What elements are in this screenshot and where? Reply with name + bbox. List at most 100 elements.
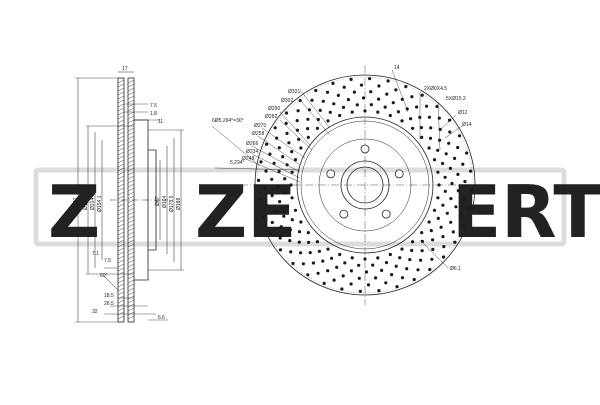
drill-hole [383,105,387,109]
dim-top-11: 11 [158,119,163,125]
drill-hole [325,90,330,94]
drill-hole [317,249,321,253]
callout-5x: 5XØ15.2 [446,96,466,102]
callout-14: 14 [394,65,400,71]
drill-hole [394,88,398,92]
drill-hole [429,126,433,130]
hatch-line [127,287,135,292]
drill-hole [449,220,453,224]
hatch-line [127,147,135,152]
callout-d6-1: Ø6.1 [450,266,461,272]
dim-18-5: 18.5 [104,293,114,299]
drill-hole [306,135,310,139]
hatch-line [117,247,125,252]
drill-hole [306,273,310,277]
hatch-line [127,267,135,272]
hatch-line [117,283,125,288]
hatch-line [127,195,135,200]
hatch-line [127,315,135,320]
drill-hole [456,145,460,150]
hatch-line [117,159,125,164]
hatch-line [127,271,135,276]
drill-hole [321,259,325,263]
drill-hole [332,102,336,106]
hatch-line [127,115,135,120]
drill-hole [386,79,390,83]
hatch-line [117,291,125,296]
drill-hole [436,196,440,200]
drill-hole [363,109,367,113]
hatch-line [127,219,135,224]
drill-hole [404,85,408,89]
drill-hole [374,276,378,280]
drill-hole [289,250,293,254]
side-section-view [75,71,184,323]
drill-hole [361,96,366,100]
drill-hole [437,183,441,187]
drill-hole [380,268,384,272]
hatch-line [127,139,135,144]
hatch-line [117,183,125,188]
drill-hole [299,251,303,255]
drill-hole [384,261,389,265]
hatch-line [127,151,135,156]
dim-d188: Ø188 [176,198,182,210]
hatch-line [117,215,125,220]
hatch-line [127,163,135,168]
hatch-line [127,119,135,124]
drill-hole [315,240,319,244]
dim-d214: Ø214 [90,198,96,210]
drill-hole [349,269,353,273]
watermark-letter-left: Z [48,170,100,254]
drill-hole [431,238,435,242]
drill-hole [342,85,346,89]
drill-hole [469,169,473,173]
drill-hole [308,251,312,255]
drill-hole [290,150,294,154]
bolt-hole [394,169,404,179]
drill-hole [316,271,320,275]
hatch-line [127,99,135,104]
drill-hole [352,90,356,94]
drill-hole [454,205,458,209]
hatch-line [127,247,135,252]
callout-d12: Ø12 [458,110,468,116]
hatch-line [117,151,125,156]
hatch-line [117,263,125,268]
drill-hole [427,115,431,119]
drill-hole [306,127,310,131]
drill-hole [283,191,287,195]
hatch-line [117,135,125,140]
hatch-line [127,279,135,284]
hatch-line [117,311,125,316]
hatch-line [127,87,135,92]
hatch-line [127,123,135,128]
drill-hole [259,160,263,164]
drill-hole [419,126,423,130]
hatch-line [117,243,125,248]
hatch-line [117,79,125,84]
drill-hole [340,287,344,291]
drill-hole [270,220,274,225]
dim-32: 32 [92,309,98,315]
hatch-line [117,115,125,120]
drill-hole [297,240,301,244]
hatch-line [117,255,125,260]
drill-hole [400,276,405,280]
callout-d282: Ø282 [265,114,277,120]
hatch-line [127,91,135,96]
drill-hole [432,208,437,212]
hatch-line [127,243,135,248]
drill-hole [293,158,298,162]
callout-d14: Ø14 [462,122,472,128]
drill-hole [416,268,420,272]
drill-hole [311,261,315,265]
drill-hole [366,283,371,287]
drill-hole [306,117,310,121]
drill-hole [318,108,322,112]
hatch-line [117,103,125,108]
drill-hole [388,252,392,257]
hatch-line [117,163,125,168]
hatch-line [127,259,135,264]
